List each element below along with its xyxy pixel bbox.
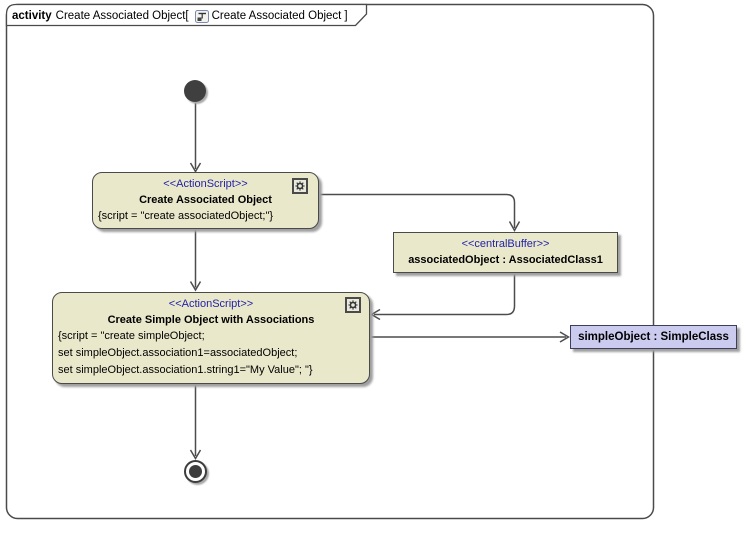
object-node-simple-object[interactable]: simpleObject : SimpleClass (570, 325, 737, 349)
edge-action1-to-action2[interactable] (189, 229, 202, 292)
action2-stereotype: <<ActionScript>> (168, 298, 254, 310)
gear-icon (345, 297, 361, 313)
open-arrowhead-right (559, 331, 570, 343)
frame-open-bracket: [ (185, 10, 189, 22)
open-arrowhead-down (189, 281, 202, 292)
action1-script-line: {script = "create associatedObject;"} (98, 210, 274, 222)
frame-header: activity Create Associated Object [ Crea… (12, 8, 348, 24)
frame-diagram-name: Create Associated Object (211, 10, 342, 22)
edge-action2-to-final[interactable] (189, 384, 202, 460)
open-arrowhead-down (189, 162, 202, 173)
action2-script-line: set simpleObject.association1.string1="M… (58, 364, 313, 376)
edge-action1-to-buffer[interactable] (319, 193, 521, 233)
open-arrowhead-down (189, 449, 202, 460)
frame-close-bracket: ] (344, 10, 348, 22)
buffer-stereotype: <<centralBuffer>> (461, 238, 550, 250)
action2-script-line: {script = "create simpleObject; (58, 330, 205, 342)
action2-name: Create Simple Object with Associations (107, 314, 315, 326)
frame-keyword: activity (12, 10, 52, 22)
object-node-label: simpleObject : SimpleClass (578, 331, 729, 343)
frame-activity-name: Create Associated Object (55, 10, 186, 22)
action1-name: Create Associated Object (139, 194, 272, 206)
edge-initial-to-action1[interactable] (189, 103, 202, 173)
buffer-name: associatedObject : AssociatedClass1 (408, 254, 603, 266)
open-arrowhead-down (508, 221, 521, 233)
action-create-associated-object[interactable]: <<ActionScript>> Create Associated Objec… (92, 172, 319, 229)
action2-script-line: set simpleObject.association1=associated… (58, 347, 298, 359)
action-create-simple-object[interactable]: <<ActionScript>> Create Simple Object wi… (52, 292, 370, 384)
action1-stereotype: <<ActionScript>> (163, 178, 248, 190)
edge-action2-to-object[interactable] (370, 331, 570, 343)
edge-buffer-to-action2[interactable] (370, 273, 516, 321)
open-arrowhead-left (370, 308, 381, 321)
activity-diagram-icon (194, 9, 209, 23)
initial-node[interactable] (184, 80, 206, 102)
gear-icon (292, 178, 308, 194)
activity-final-node[interactable] (184, 460, 207, 483)
central-buffer-node[interactable]: <<centralBuffer>> associatedObject : Ass… (393, 232, 618, 273)
frame-header-shape[interactable] (5, 3, 368, 27)
final-node-inner-dot (189, 465, 202, 478)
